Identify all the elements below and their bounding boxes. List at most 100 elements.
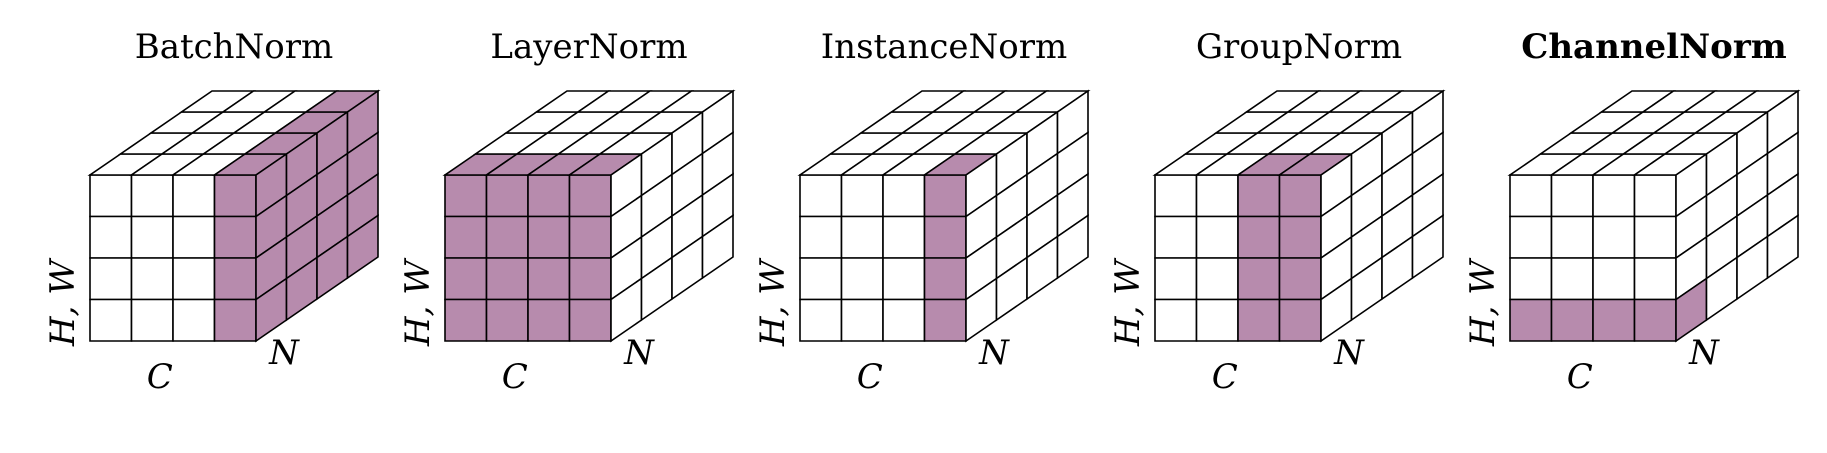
front-cell	[213, 215, 257, 259]
axis-label-hw: H, W	[1463, 257, 1503, 347]
axis-label-c: C	[502, 357, 528, 397]
front-cell	[1154, 257, 1198, 301]
front-cell	[840, 215, 884, 259]
front-cell	[130, 257, 174, 301]
front-cell	[1550, 298, 1594, 342]
front-cell	[568, 174, 612, 218]
front-cell	[172, 174, 216, 218]
front-cell	[799, 257, 843, 301]
front-cell	[923, 298, 967, 342]
front-cell	[130, 215, 174, 259]
front-cell	[1237, 257, 1281, 301]
front-cell	[882, 215, 926, 259]
panel-title: LayerNorm	[490, 27, 687, 67]
side-cell	[1411, 213, 1444, 280]
front-cell	[799, 174, 843, 218]
panel-title: InstanceNorm	[821, 27, 1067, 67]
front-cell	[882, 174, 926, 218]
front-cell	[1550, 174, 1594, 218]
front-cell	[444, 298, 488, 342]
front-cell	[568, 257, 612, 301]
front-cell	[1195, 174, 1239, 218]
front-cell	[1154, 215, 1198, 259]
front-cell	[1509, 174, 1553, 218]
front-cell	[444, 215, 488, 259]
front-cell	[923, 174, 967, 218]
front-cell	[1195, 257, 1239, 301]
front-cell	[882, 257, 926, 301]
front-cell	[444, 257, 488, 301]
front-cell	[840, 174, 884, 218]
side-cell	[1056, 213, 1089, 280]
panel-layernorm: LayerNorm H, W C N	[398, 27, 736, 397]
front-cell	[1592, 257, 1636, 301]
front-cell	[1633, 298, 1677, 342]
front-cell	[1278, 215, 1322, 259]
front-cell	[485, 257, 529, 301]
front-cell	[1550, 257, 1594, 301]
front-cell	[1509, 257, 1553, 301]
front-cell	[1278, 257, 1322, 301]
axis-label-hw: H, W	[1108, 257, 1148, 347]
axis-label-c: C	[1567, 357, 1593, 397]
front-cell	[1592, 298, 1636, 342]
axis-label-hw: H, W	[398, 257, 438, 347]
front-cell	[799, 215, 843, 259]
front-cell	[1633, 174, 1677, 218]
axis-label-c: C	[147, 357, 173, 397]
panel-title: BatchNorm	[135, 27, 334, 67]
front-cell	[485, 174, 529, 218]
axis-label-c: C	[1212, 357, 1238, 397]
front-cell	[923, 257, 967, 301]
front-cell	[213, 174, 257, 218]
front-cell	[130, 174, 174, 218]
front-cell	[527, 298, 571, 342]
front-cell	[882, 298, 926, 342]
front-cell	[1592, 174, 1636, 218]
front-cell	[1154, 298, 1198, 342]
front-cell	[485, 215, 529, 259]
front-cell	[527, 215, 571, 259]
side-cell	[346, 213, 379, 280]
front-cell	[1509, 298, 1553, 342]
front-cell	[1195, 298, 1239, 342]
front-cell	[1278, 174, 1322, 218]
panel-groupnorm: GroupNorm H, W C N	[1108, 27, 1446, 397]
front-cell	[1509, 215, 1553, 259]
front-cell	[1154, 174, 1198, 218]
front-cell	[172, 298, 216, 342]
front-cell	[89, 174, 133, 218]
panel-channelnorm: ChannelNorm H, W C N	[1463, 27, 1801, 397]
front-cell	[213, 257, 257, 301]
front-cell	[1550, 215, 1594, 259]
side-cell	[1766, 213, 1799, 280]
panel-batchnorm: BatchNorm H, W C N	[43, 27, 381, 397]
front-cell	[89, 298, 133, 342]
side-cell	[701, 213, 734, 280]
front-cell	[1278, 298, 1322, 342]
front-cell	[1237, 174, 1281, 218]
axis-label-hw: H, W	[753, 257, 793, 347]
front-cell	[840, 298, 884, 342]
axis-label-n: N	[623, 333, 655, 373]
axis-label-n: N	[1688, 333, 1720, 373]
front-cell	[840, 257, 884, 301]
front-cell	[89, 215, 133, 259]
front-cell	[213, 298, 257, 342]
front-cell	[1237, 298, 1281, 342]
front-cell	[172, 257, 216, 301]
panel-title: ChannelNorm	[1521, 27, 1786, 67]
front-cell	[1237, 215, 1281, 259]
front-cell	[1633, 257, 1677, 301]
axis-label-n: N	[268, 333, 300, 373]
front-cell	[130, 298, 174, 342]
front-cell	[1195, 215, 1239, 259]
front-cell	[444, 174, 488, 218]
axis-label-n: N	[1333, 333, 1365, 373]
front-cell	[799, 298, 843, 342]
panel-title: GroupNorm	[1196, 27, 1402, 67]
front-cell	[923, 215, 967, 259]
front-cell	[89, 257, 133, 301]
axis-label-hw: H, W	[43, 257, 83, 347]
